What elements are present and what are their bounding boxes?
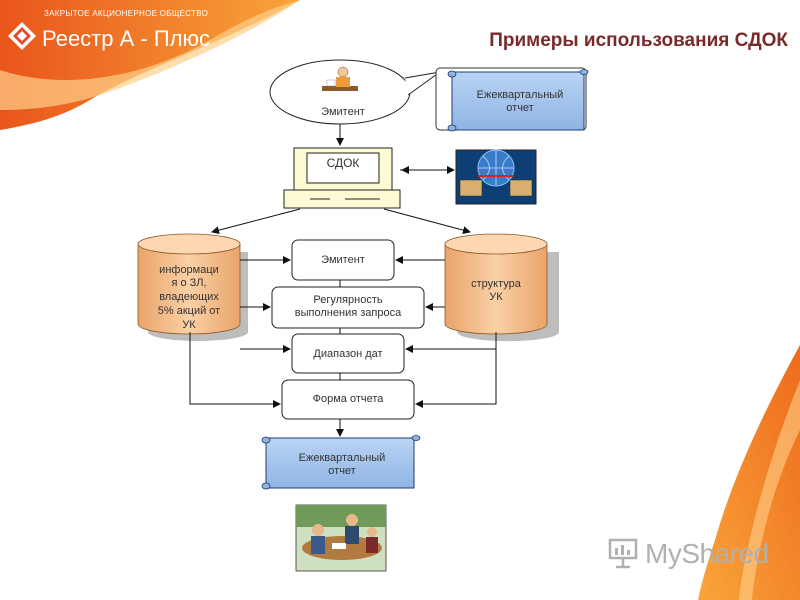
- meeting-people-icon: [295, 504, 387, 572]
- issuer-ellipse: [269, 59, 441, 125]
- diagram-connectors: [189, 124, 497, 437]
- report-top-line1: Ежеквартальный: [476, 89, 564, 101]
- issuer-box: [291, 239, 395, 281]
- sdok-computer: [283, 147, 401, 209]
- left-database-cylinder: [137, 233, 248, 341]
- report-form-box: [281, 379, 415, 420]
- regularity-line2: выполнения запроса: [294, 307, 402, 319]
- report-scroll-top: [435, 67, 589, 132]
- left-db-line-3: владеющих: [159, 291, 219, 303]
- company-logo-icon: [8, 22, 36, 50]
- left-db-line-4: 5% акций от: [157, 305, 221, 317]
- right-db-line-2: УК: [489, 291, 503, 303]
- right-database-cylinder: [444, 233, 559, 342]
- sdok-label: СДОК: [326, 156, 360, 170]
- slide-title: Примеры использования СДОК: [489, 30, 788, 51]
- left-db-line-2: я о ЗЛ,: [171, 277, 207, 289]
- company-name: Реестр А - Плюс: [42, 26, 210, 51]
- issuer-box-label: Эмитент: [321, 254, 365, 266]
- company-subtitle: ЗАКРЫТОЕ АКЦИОНЕРНОЕ ОБЩЕСТВО: [44, 9, 209, 18]
- report-top-line2: отчет: [506, 102, 534, 114]
- report-scroll-bottom: [261, 435, 421, 490]
- report-bottom-line1: Ежеквартальный: [298, 452, 386, 464]
- network-computers-icon: [455, 149, 537, 205]
- right-db-line-1: структура: [471, 278, 521, 290]
- date-range-box: [291, 333, 405, 374]
- issuer-top-label: Эмитент: [321, 106, 365, 118]
- regularity-box: [271, 286, 425, 329]
- report-form-label: Форма отчета: [312, 393, 384, 405]
- left-db-line-1: информаци: [159, 264, 219, 276]
- report-bottom-line2: отчет: [328, 465, 356, 477]
- watermark-text: MyShared: [645, 538, 769, 569]
- regularity-line1: Регулярность: [313, 294, 383, 306]
- left-db-line-5: УК: [182, 319, 196, 331]
- person-at-desk-icon: [322, 66, 358, 91]
- presentation-icon: [608, 538, 638, 569]
- date-range-label: Диапазон дат: [313, 348, 383, 360]
